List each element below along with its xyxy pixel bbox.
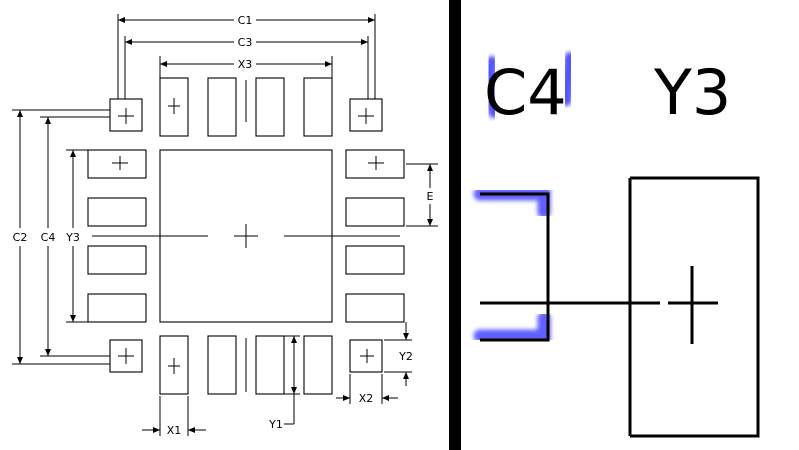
zoom-detail-panel: C4 Y3 (473, 52, 761, 439)
pad (345, 197, 405, 227)
pad (345, 245, 405, 275)
top-pad-row (159, 77, 333, 137)
dimension-y1: Y1 (268, 335, 300, 431)
pad (303, 335, 333, 395)
panel-divider (449, 0, 461, 450)
right-pad-column (345, 149, 405, 323)
left-pad-column (87, 149, 147, 323)
bottom-pad-row (159, 335, 333, 395)
label-x2: X2 (359, 392, 374, 405)
pad (207, 335, 237, 395)
highlight-left-bracket-top (473, 187, 551, 219)
pad (87, 245, 147, 275)
pad (87, 197, 147, 227)
land-pattern-panel: C1 C3 X3 C2 (12, 14, 438, 437)
pad (345, 293, 405, 323)
pad (207, 77, 237, 137)
label-y2: Y2 (398, 350, 413, 363)
label-e: E (427, 190, 434, 203)
highlight-left-bracket-bottom (473, 311, 551, 343)
highlight-c4-stroke (483, 56, 500, 118)
label-x3: X3 (238, 58, 253, 71)
pad (255, 77, 285, 137)
dimension-y3: Y3 (65, 149, 90, 323)
zoom-label-y3: Y3 (653, 56, 731, 129)
corner-pads (109, 98, 383, 373)
dimension-x3: X3 (159, 56, 333, 80)
dimension-e: E (406, 163, 438, 227)
dimension-c4: C4 (40, 116, 112, 357)
zoom-line-art (480, 176, 760, 438)
label-y3: Y3 (65, 231, 80, 244)
dimension-y2: Y2 (384, 322, 413, 386)
dimension-c2: C2 (12, 109, 112, 365)
label-c1: C1 (238, 14, 253, 27)
dimension-x2: X2 (336, 374, 398, 405)
pad (87, 293, 147, 323)
label-y1: Y1 (268, 418, 283, 431)
label-c2: C2 (13, 231, 28, 244)
pad (255, 335, 285, 395)
pad (87, 149, 147, 179)
highlight-c4-digit (560, 52, 576, 106)
pad (303, 77, 333, 137)
label-x1: X1 (167, 424, 182, 437)
label-c4: C4 (41, 231, 56, 244)
label-c3: C3 (238, 36, 253, 49)
dimension-x1: X1 (142, 396, 206, 437)
zoom-label-c4: C4 (484, 56, 567, 129)
pad (345, 149, 405, 179)
